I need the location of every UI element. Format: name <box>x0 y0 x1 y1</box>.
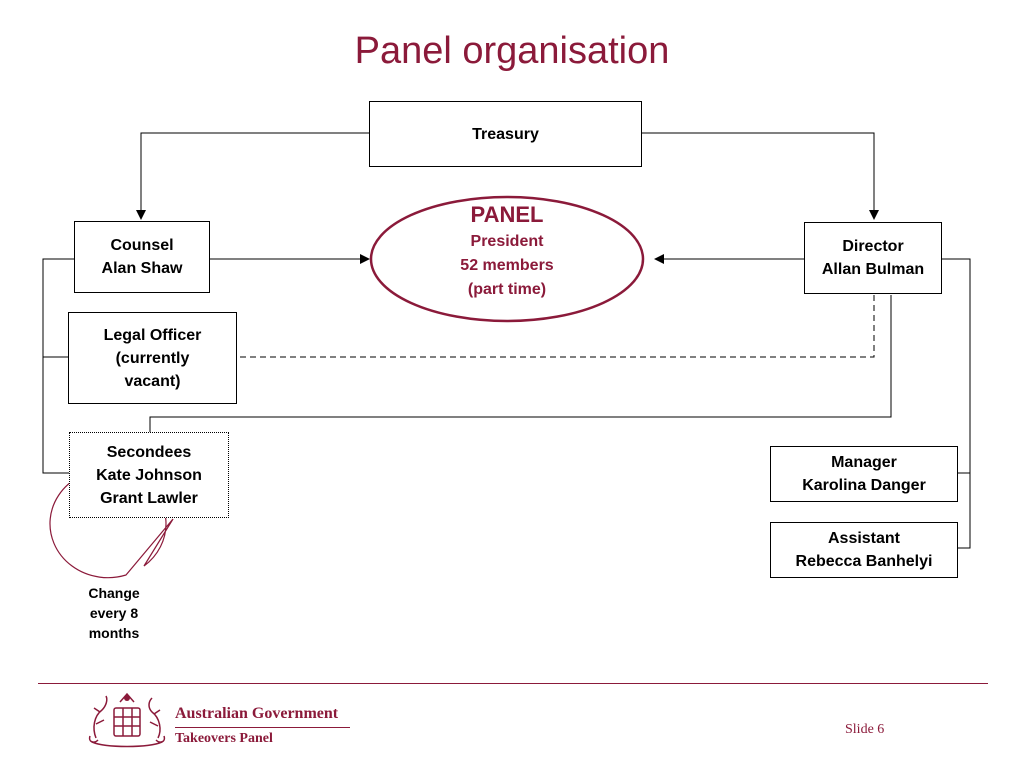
panel-ellipse <box>369 195 645 323</box>
panel-part-time: (part time) <box>467 281 547 298</box>
page-title: Panel organisation <box>354 30 670 72</box>
counsel-role: Counsel <box>110 237 174 254</box>
panel-president: President <box>470 233 544 250</box>
assistant-role: Assistant <box>827 530 901 547</box>
callout-text: Change every 8 months <box>64 583 164 643</box>
manager-box: Manager Karolina Danger <box>770 446 958 502</box>
treasury-label: Treasury <box>472 125 539 143</box>
treasury-to-counsel-arrow <box>136 132 369 220</box>
director-name: Allan Bulman <box>821 261 925 278</box>
legal-officer-title: Legal Officer <box>103 326 202 344</box>
gov-rule <box>175 727 350 728</box>
gov-name: Australian Government <box>175 705 339 722</box>
counsel-box: Counsel Alan Shaw <box>74 221 210 293</box>
coat-of-arms-icon <box>88 692 166 748</box>
director-secondees-line <box>149 295 892 432</box>
secondees-name1: Kate Johnson <box>96 466 202 484</box>
legal-officer-status1: (currently <box>115 349 190 367</box>
secondees-box: Secondees Kate Johnson Grant Lawler <box>69 432 229 518</box>
panel-heading: PANEL <box>470 202 544 227</box>
slide-number: Slide 6 <box>845 722 885 737</box>
director-box: Director Allan Bulman <box>804 222 942 294</box>
manager-name: Karolina Danger <box>802 477 926 494</box>
footer-divider <box>38 683 988 684</box>
panel-members: 52 members <box>460 257 554 274</box>
secondees-name2: Grant Lawler <box>100 489 198 507</box>
legal-officer-status2: vacant) <box>124 372 181 390</box>
director-right-bracket <box>942 258 971 549</box>
assistant-name: Rebecca Banhelyi <box>795 553 933 570</box>
manager-role: Manager <box>831 454 897 471</box>
treasury-box: Treasury <box>369 101 642 167</box>
secondees-role: Secondees <box>106 443 192 461</box>
callout-line1: Change <box>88 585 140 601</box>
agency-name: Takeovers Panel <box>175 731 273 746</box>
treasury-to-director-arrow <box>642 132 879 220</box>
counsel-name: Alan Shaw <box>101 260 183 277</box>
director-legal-dashed <box>237 295 875 358</box>
counsel-left-bracket <box>42 258 74 474</box>
assistant-box: Assistant Rebecca Banhelyi <box>770 522 958 578</box>
callout-line3: months <box>88 625 140 641</box>
callout-line2: every 8 <box>89 605 139 621</box>
legal-officer-box: Legal Officer (currently vacant) <box>68 312 237 404</box>
panel-node: PANEL President 52 members (part time) <box>372 200 642 302</box>
director-role: Director <box>842 238 904 255</box>
